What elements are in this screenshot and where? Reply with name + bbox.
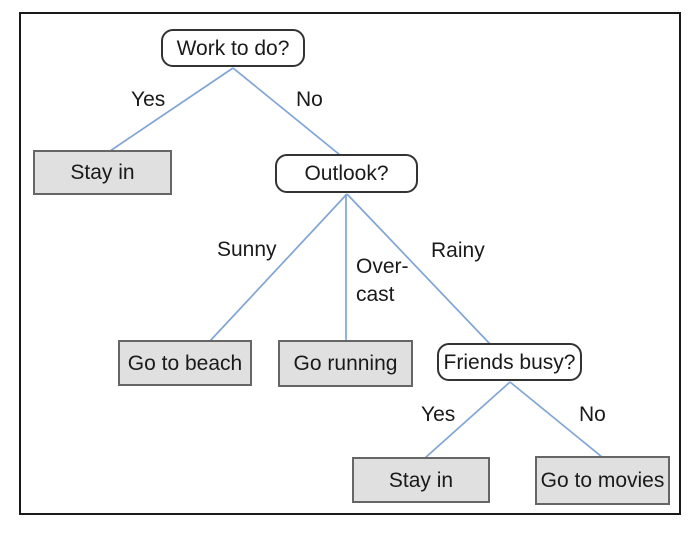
node-go-to-beach: Go to beach [118, 340, 252, 386]
edge-label-yes-2: Yes [421, 403, 456, 426]
edge-worktodo-no-outlook [232, 67, 341, 156]
node-stay-in-2-label: Stay in [388, 468, 454, 492]
node-go-to-beach-label: Go to beach [127, 351, 243, 375]
edge-label-no-2: No [579, 403, 606, 426]
edge-label-overcast-line1: Over- [356, 255, 409, 278]
node-go-to-movies-label: Go to movies [540, 469, 665, 492]
node-work-to-do: Work to do? [161, 29, 305, 67]
edge-label-rainy: Rainy [431, 239, 485, 262]
node-stay-in-1: Stay in [33, 150, 172, 195]
node-friends-busy-label: Friends busy? [443, 350, 576, 374]
node-stay-in-1-label: Stay in [70, 161, 135, 184]
node-friends-busy: Friends busy? [437, 343, 582, 381]
edge-friends-no-movies [509, 381, 603, 458]
edge-label-no-1: No [296, 88, 323, 111]
node-stay-in-2: Stay in [352, 457, 490, 503]
node-go-to-movies: Go to movies [535, 456, 670, 505]
node-outlook-label: Outlook? [304, 162, 389, 185]
edge-label-yes-1: Yes [131, 88, 166, 111]
node-go-running: Go running [278, 340, 413, 387]
edge-label-overcast-line2: cast [356, 283, 395, 306]
node-work-to-do-label: Work to do? [176, 36, 290, 60]
edge-outlook-rainy-friends [346, 193, 491, 345]
edge-worktodo-yes-stayin [109, 67, 234, 152]
node-outlook: Outlook? [275, 154, 418, 193]
edge-label-overcast: Over- cast [356, 253, 409, 309]
node-go-running-label: Go running [293, 352, 398, 375]
edge-friends-yes-stayin [424, 381, 511, 459]
edge-label-sunny: Sunny [217, 238, 277, 261]
edge-outlook-sunny-beach [209, 193, 348, 342]
